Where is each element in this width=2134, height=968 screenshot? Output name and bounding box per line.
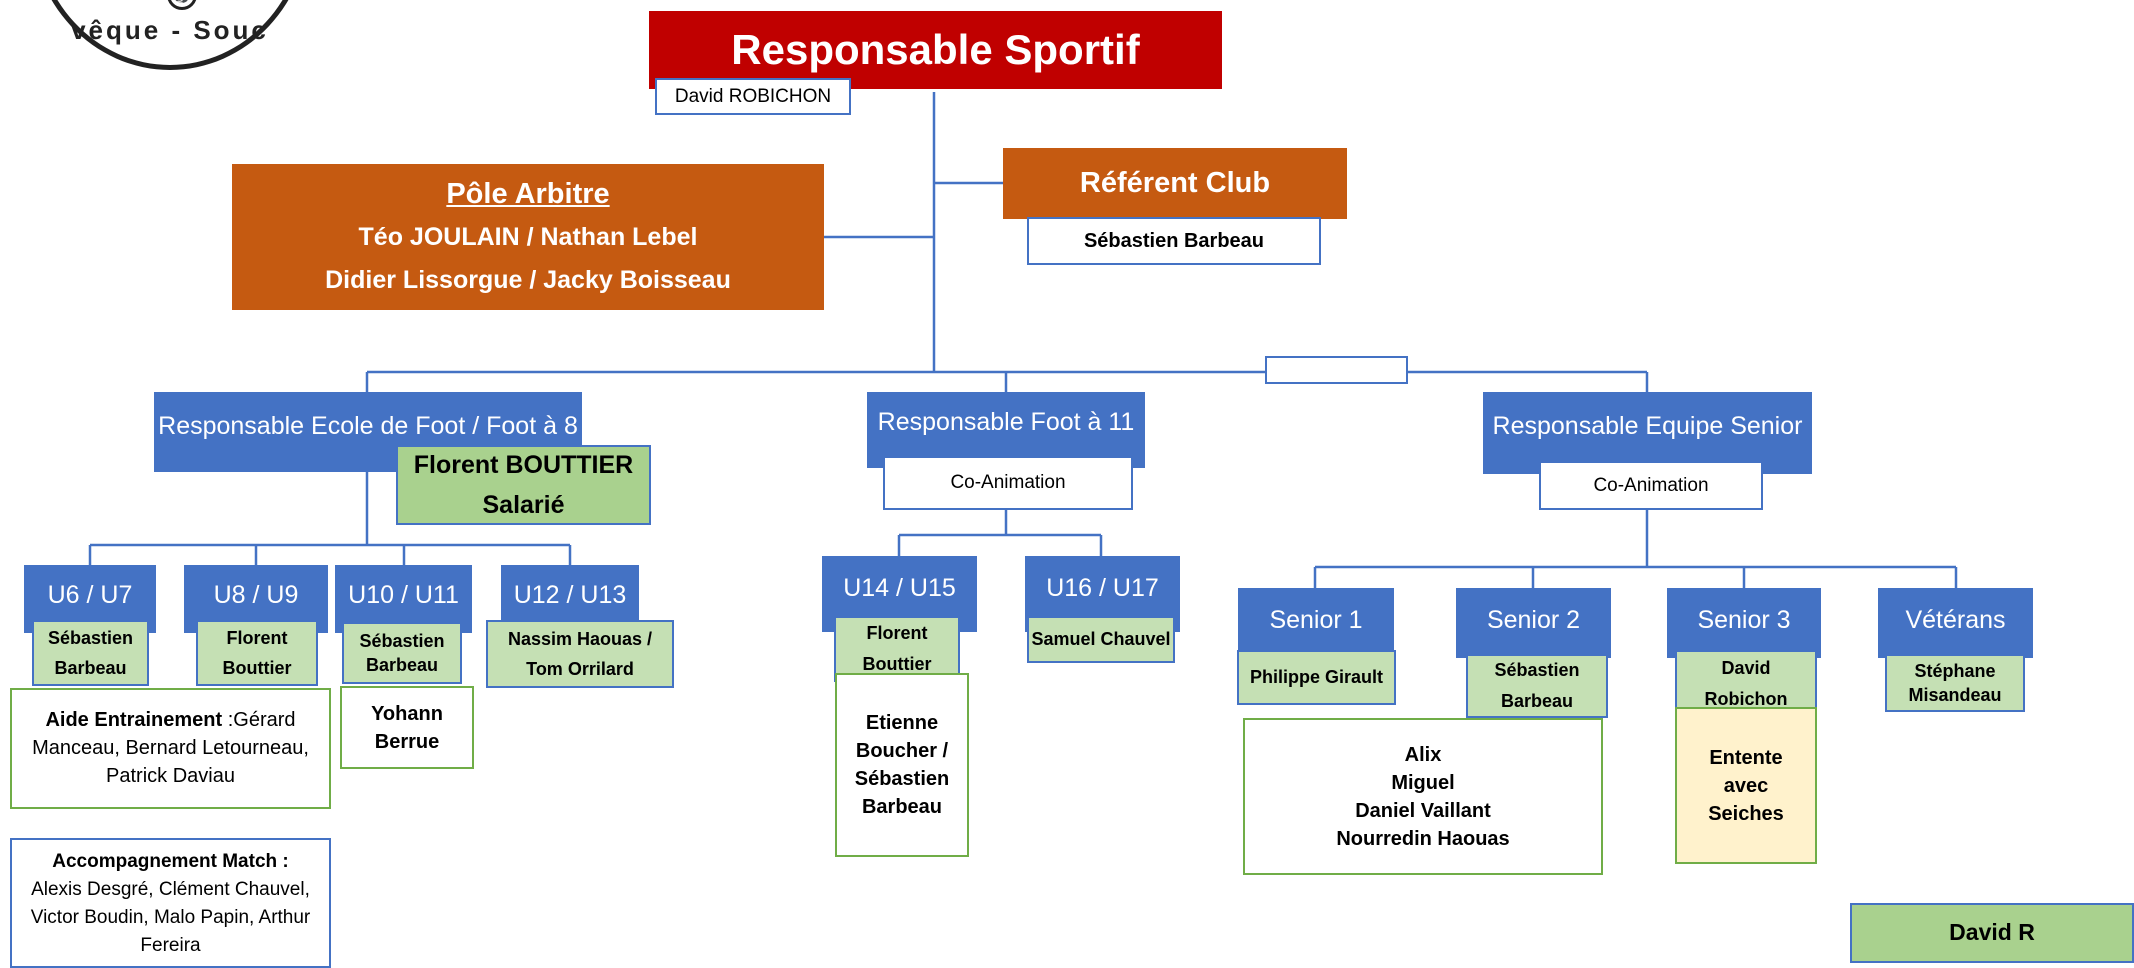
coach-u14-u15: Florent Bouttier [834, 616, 960, 682]
team-senior-3: Senior 3 [1667, 588, 1821, 658]
referent-club-title: Référent Club [1079, 167, 1271, 199]
coach-u6-u7: Sébastien Barbeau [32, 620, 149, 686]
team-veterans: Vétérans [1878, 588, 2033, 658]
accompagnement-match-text: Alexis Desgré, Clément Chauvel, Victor B… [30, 879, 311, 956]
team-u10-u11: U10 / U11 [335, 565, 472, 633]
ecole-manager-role: Salarié [482, 491, 565, 519]
referent-club-name: Sébastien Barbeau [1027, 217, 1321, 265]
coach-veterans: Stéphane Misandeau [1885, 654, 2025, 712]
aide-entrainement-box: Aide Entrainement :Gérard Manceau, Berna… [10, 688, 331, 809]
responsable-sportif-box: Responsable Sportif [649, 11, 1222, 89]
entente-seiches-box: Entente avec Seiches [1675, 707, 1817, 864]
responsable-foot11-title: Responsable Foot à 11 [877, 408, 1135, 436]
team-senior-2: Senior 2 [1456, 588, 1611, 658]
coach-senior-1: Philippe Girault [1237, 650, 1396, 705]
soccer-ball-icon: ⚽ [167, 0, 197, 10]
u10-helper-box: Yohann Berrue [340, 686, 474, 769]
coach-senior-2: Sébastien Barbeau [1466, 654, 1608, 718]
team-senior-1: Senior 1 [1238, 588, 1394, 658]
pole-arbitre-line2: Didier Lissorgue / Jacky Boisseau [325, 265, 731, 294]
ecole-manager-name: Florent BOUTTIER [413, 451, 634, 479]
referent-club-box: Référent Club [1003, 148, 1347, 219]
bottom-right-box: David R [1850, 903, 2134, 963]
senior-co-animation: Co-Animation [1539, 461, 1763, 510]
accompagnement-match-title: Accompagnement Match : [52, 851, 289, 872]
accompagnement-match-box: Accompagnement Match : Alexis Desgré, Cl… [10, 838, 331, 968]
coach-u8-u9: Florent Bouttier [196, 620, 318, 686]
ecole-manager-box: Florent BOUTTIER Salarié [396, 445, 651, 525]
senior-helpers-box: Alix Miguel Daniel Vaillant Nourredin Ha… [1243, 718, 1603, 875]
pole-arbitre-line1: Téo JOULAIN / Nathan Lebel [358, 222, 698, 251]
responsable-ecole-title: Responsable Ecole de Foot / Foot à 8 [158, 412, 578, 440]
responsable-senior-box: Responsable Equipe Senior [1483, 392, 1812, 474]
pole-arbitre-box: Pôle Arbitre Téo JOULAIN / Nathan Lebel … [232, 164, 824, 310]
u14-helper-box: Etienne Boucher / Sébastien Barbeau [835, 673, 969, 857]
coach-u16-u17: Samuel Chauvel [1027, 616, 1175, 663]
coach-u12-u13: Nassim Haouas / Tom Orrilard [486, 620, 674, 688]
responsable-foot11-box: Responsable Foot à 11 [867, 392, 1145, 468]
responsable-sportif-title: Responsable Sportif [731, 26, 1140, 73]
aide-entrainement-text: :Gérard Manceau, Bernard Letourneau, Pat… [32, 709, 309, 787]
responsable-sportif-name: David ROBICHON [655, 78, 851, 115]
pole-arbitre-title: Pôle Arbitre [446, 177, 610, 210]
foot11-co-animation: Co-Animation [883, 456, 1133, 510]
coach-u10-u11: Sébastien Barbeau [342, 622, 462, 684]
responsable-senior-title: Responsable Equipe Senior [1492, 412, 1803, 440]
aide-entrainement-title: Aide Entrainement [45, 709, 223, 731]
logo-text: vêque - Souc [71, 15, 269, 45]
